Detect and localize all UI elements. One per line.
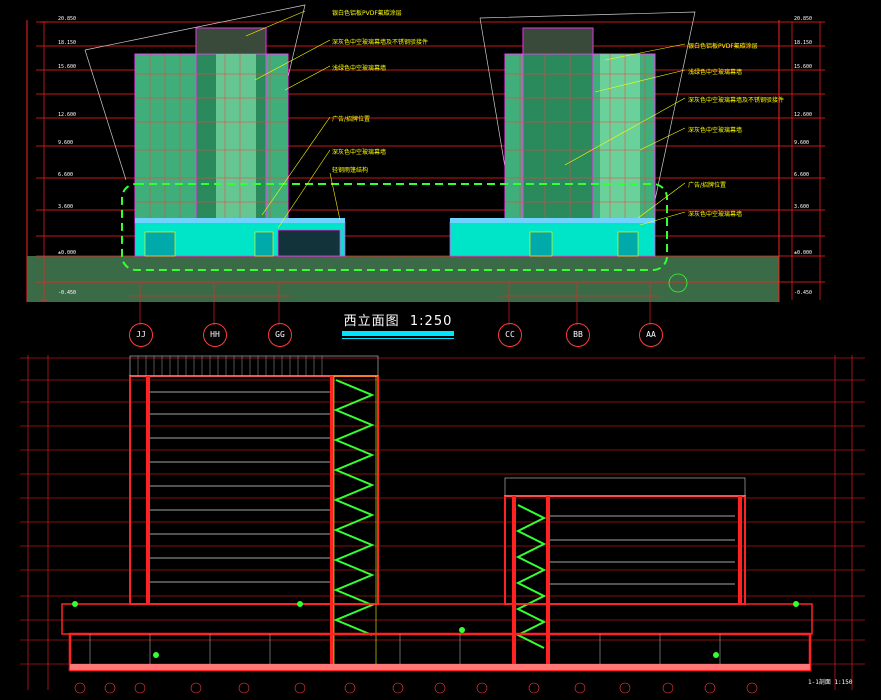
level-right-6: 6.600 [794,172,810,178]
grid-axis-jj: JJ [129,323,153,347]
level-left-6: 6.600 [58,172,74,178]
level-right-4: 12.600 [794,112,813,118]
level-left-1: 20.850 [58,16,77,22]
section-1-1 [20,355,865,694]
annotation-right-5: 广告/招牌位置 [688,182,727,189]
grid-axis-cc: CC [498,323,522,347]
level-left-7: 3.600 [58,204,74,210]
level-right-7: 3.600 [794,204,810,210]
title-underline [342,331,454,336]
grid-axis-gg: GG [268,323,292,347]
level-right-9: -0.450 [794,290,813,296]
annotation-left-6: 轻钢雨篷结构 [332,167,369,174]
level-right-1: 20.850 [794,16,813,22]
grid-axis-bb: BB [566,323,590,347]
annotation-left-3: 浅绿色中空玻璃幕墙 [332,65,387,72]
level-left-8: ±0.000 [58,250,77,256]
right-tower-section [504,495,746,605]
level-left-2: 18.150 [58,40,77,46]
annotation-right-6: 深灰色中空玻璃幕墙 [688,211,743,218]
annotation-left-4: 广告/招牌位置 [332,116,371,123]
annotation-left-5: 深灰色中空玻璃幕墙 [332,149,387,156]
drawing-scale: 1:250 [409,314,453,329]
level-right-8: ±0.000 [794,250,813,256]
annotation-left-1: 银白色铝板PVDF氟碳涂层 [332,10,402,17]
drawing-title: 西立面图 1:250 [343,314,453,329]
level-left-4: 12.600 [58,112,77,118]
annotation-left-2: 深灰色中空玻璃幕墙及不锈钢驳接件 [332,39,429,46]
level-right-2: 18.150 [794,40,813,46]
level-right-5: 9.600 [794,140,810,146]
section-title: 1-1剖面 1:150 [808,679,853,686]
drawing-title-block: 西立面图 1:250 [342,310,454,339]
annotation-right-2: 浅绿色中空玻璃幕墙 [688,69,743,76]
level-left-5: 9.600 [58,140,74,146]
ground-band [27,256,779,302]
level-left-3: 15.600 [58,64,77,70]
level-left-9: -0.450 [58,290,77,296]
level-right-3: 15.600 [794,64,813,70]
annotation-right-4: 深灰色中空玻璃幕墙 [688,127,743,134]
revision-cloud [121,183,668,271]
annotation-right-3: 深灰色中空玻璃幕墙及不锈钢驳接件 [688,97,785,104]
annotation-right-1: 银白色铝板PVDF氟碳涂层 [688,43,758,50]
grid-axis-aa: AA [639,323,663,347]
podium-section [61,603,813,635]
west-elevation [26,4,825,325]
stair-right [515,504,547,649]
grid-axis-hh: HH [203,323,227,347]
stair-left [333,379,375,636]
title-underline-thin [342,338,454,339]
